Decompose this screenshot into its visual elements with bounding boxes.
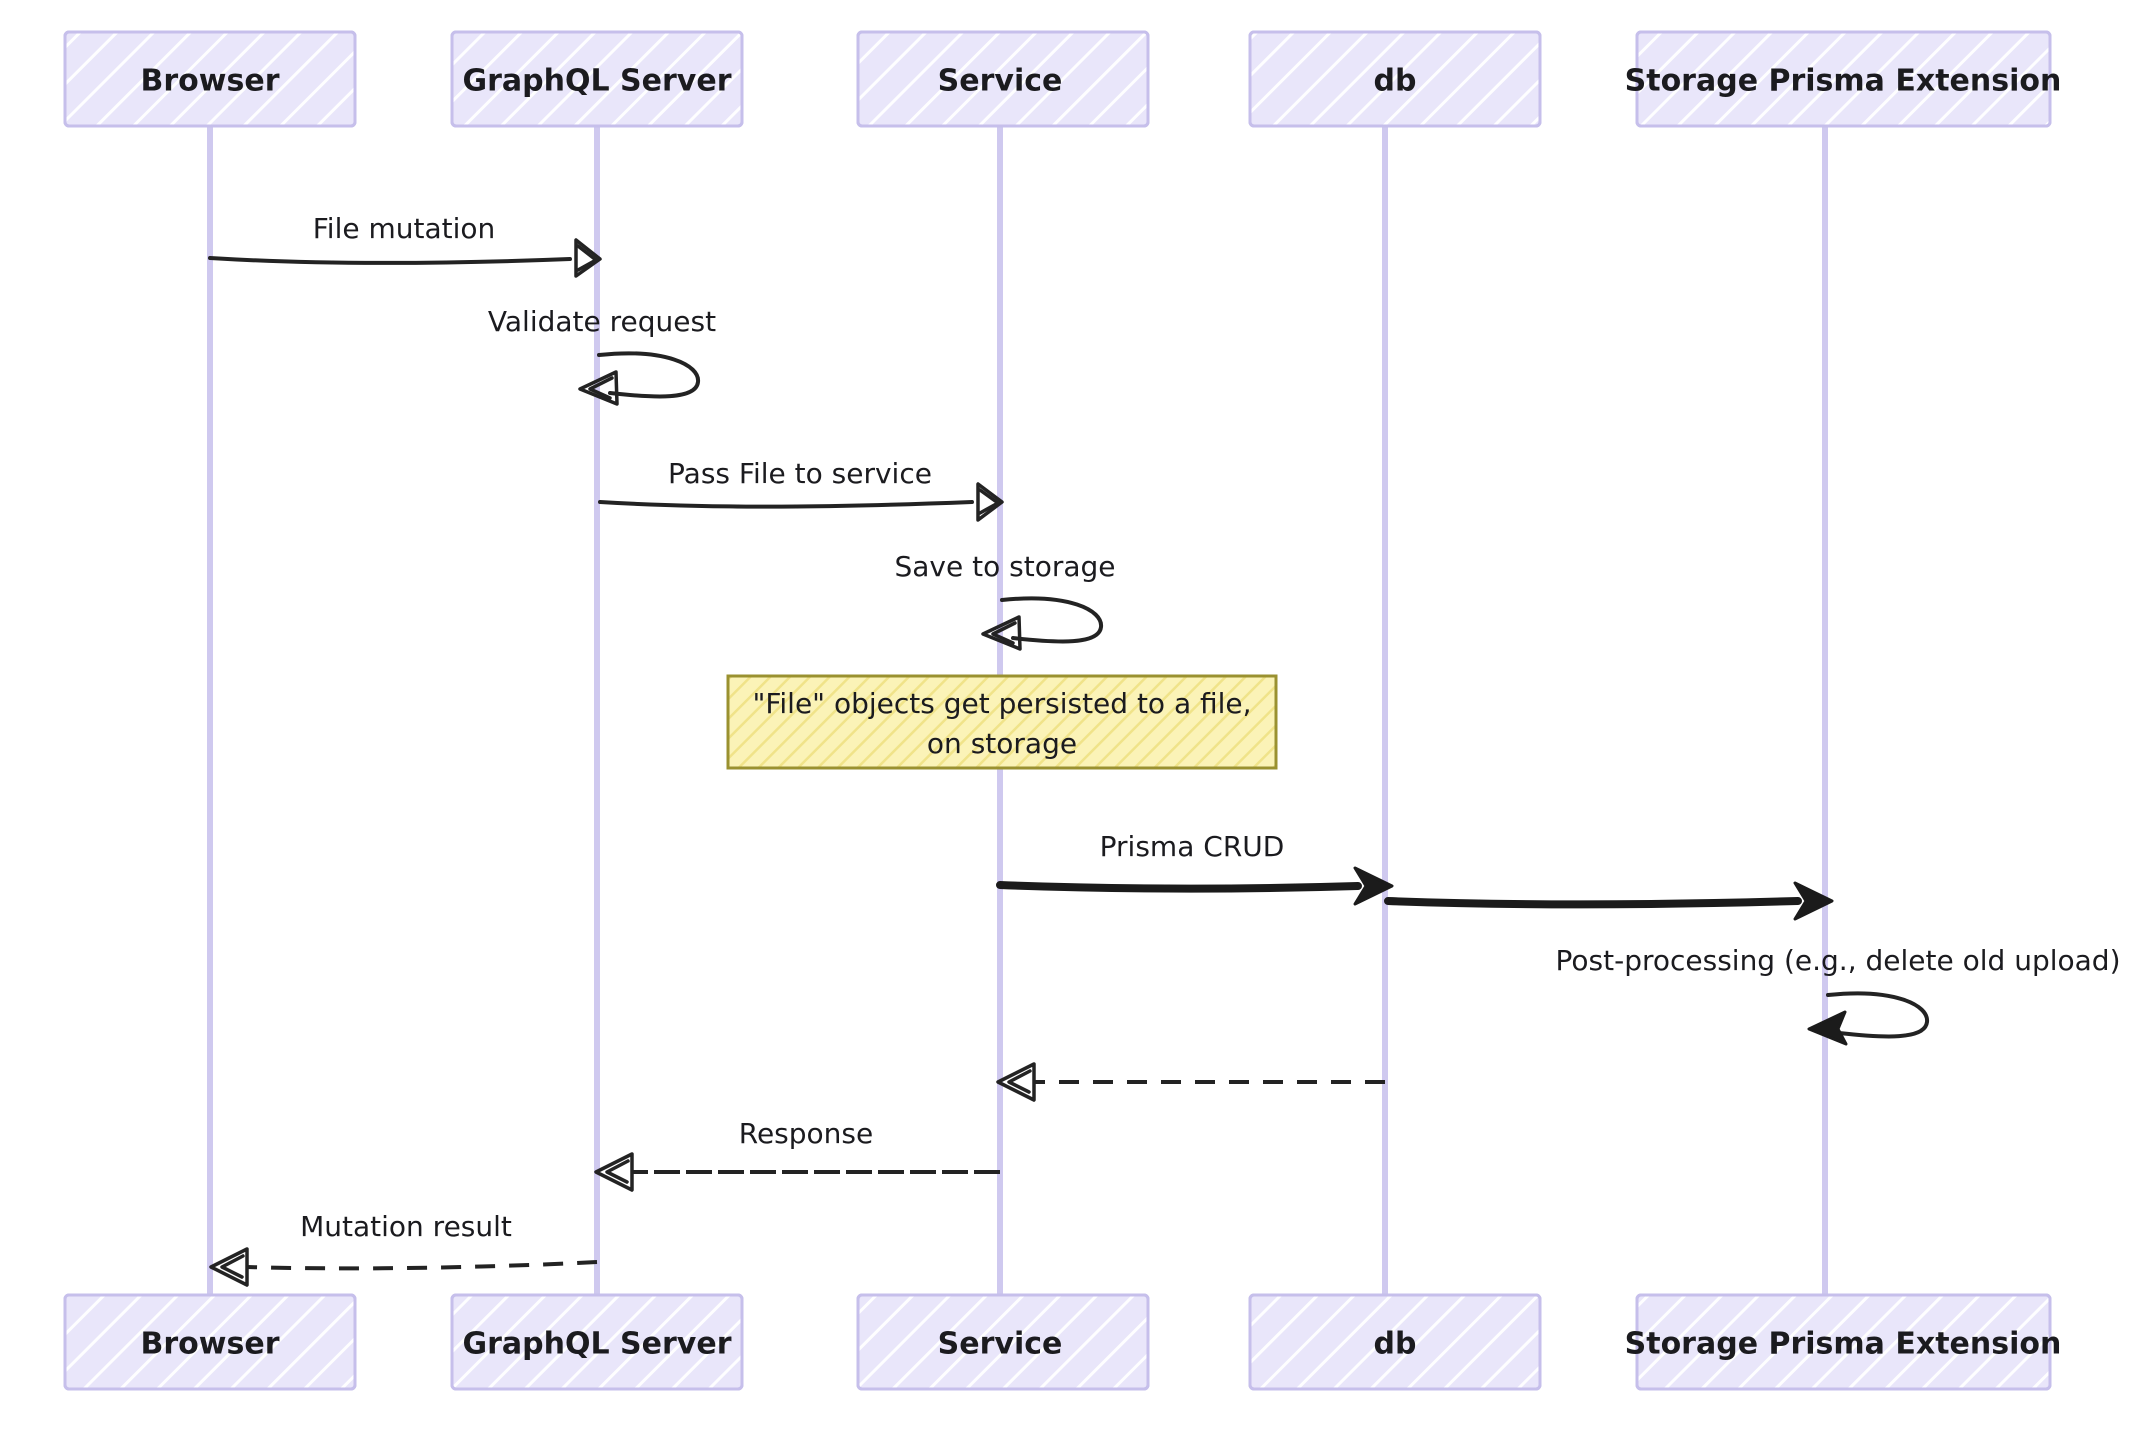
message-pass-file-to-service[interactable]: Pass File to service bbox=[598, 457, 1004, 522]
participant-bottom-browser[interactable]: Browser bbox=[63, 1293, 357, 1391]
participant-top-db[interactable]: db bbox=[1248, 30, 1542, 128]
participant-top-db-label: db bbox=[1374, 64, 1417, 99]
message-file-mutation-label: File mutation bbox=[313, 212, 496, 245]
message-validate-request-label: Validate request bbox=[488, 305, 716, 338]
message-validate-request[interactable]: Validate request bbox=[488, 305, 716, 406]
message-db-response[interactable] bbox=[996, 1062, 1385, 1102]
participant-bottom-graphql[interactable]: GraphQL Server bbox=[450, 1293, 744, 1391]
participant-top-service-label: Service bbox=[938, 64, 1063, 99]
participant-bottom-storage-label: Storage Prisma Extension bbox=[1625, 1327, 2062, 1362]
participant-top-graphql[interactable]: GraphQL Server bbox=[450, 30, 744, 128]
message-post-processing-label: Post-processing (e.g., delete old upload… bbox=[1556, 944, 2121, 977]
participants-bottom: Browser GraphQL Server Service db bbox=[63, 1293, 2062, 1391]
message-mutation-result-label: Mutation result bbox=[300, 1210, 512, 1243]
participant-bottom-graphql-label: GraphQL Server bbox=[462, 1327, 731, 1362]
message-file-mutation[interactable]: File mutation bbox=[208, 212, 602, 278]
participant-bottom-service-label: Service bbox=[938, 1327, 1063, 1362]
message-prisma-crud[interactable]: Prisma CRUD bbox=[996, 830, 1394, 906]
participant-top-graphql-label: GraphQL Server bbox=[462, 64, 731, 99]
participant-top-browser-label: Browser bbox=[141, 64, 280, 99]
message-prisma-crud-label: Prisma CRUD bbox=[1100, 830, 1285, 863]
message-response-label: Response bbox=[739, 1117, 873, 1150]
note-file-objects-persisted: "File" objects get persisted to a file, … bbox=[726, 674, 1278, 770]
participant-top-storage[interactable]: Storage Prisma Extension bbox=[1625, 30, 2062, 128]
participants-top: Browser GraphQL Server Service db bbox=[63, 30, 2062, 128]
message-prisma-crud-to-storage[interactable] bbox=[1384, 881, 1834, 921]
message-pass-file-to-service-label: Pass File to service bbox=[668, 457, 932, 490]
note-line-1: "File" objects get persisted to a file, bbox=[752, 687, 1251, 720]
participant-bottom-storage[interactable]: Storage Prisma Extension bbox=[1625, 1293, 2062, 1391]
message-post-processing[interactable]: Post-processing (e.g., delete old upload… bbox=[1556, 944, 2121, 1046]
message-save-to-storage-label: Save to storage bbox=[894, 550, 1115, 583]
note-line-2: on storage bbox=[927, 727, 1077, 760]
message-mutation-result[interactable]: Mutation result bbox=[209, 1210, 598, 1287]
participant-top-browser[interactable]: Browser bbox=[63, 30, 357, 128]
participant-top-service[interactable]: Service bbox=[856, 30, 1150, 128]
participant-top-storage-label: Storage Prisma Extension bbox=[1625, 64, 2062, 99]
message-response[interactable]: Response bbox=[594, 1117, 1000, 1192]
participant-bottom-db[interactable]: db bbox=[1248, 1293, 1542, 1391]
message-save-to-storage[interactable]: Save to storage bbox=[894, 550, 1116, 651]
participant-bottom-db-label: db bbox=[1374, 1327, 1417, 1362]
participant-bottom-browser-label: Browser bbox=[141, 1327, 280, 1362]
participant-bottom-service[interactable]: Service bbox=[856, 1293, 1150, 1391]
